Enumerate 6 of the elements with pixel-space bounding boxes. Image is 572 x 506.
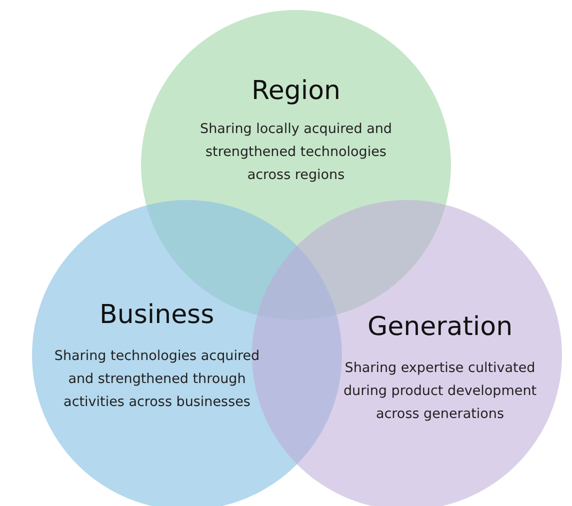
circle-description: Sharing expertise cultivated during product development across generations — [342, 359, 538, 424]
circle-title: Region — [252, 76, 341, 106]
circle-title: Business — [100, 300, 214, 330]
circle-description: Sharing locally acquired and strengthened technologies across regions — [199, 120, 393, 185]
circle-title: Generation — [368, 312, 513, 342]
circle-description: Sharing technologies acquired and strengthened through activities across businesses — [53, 347, 261, 412]
